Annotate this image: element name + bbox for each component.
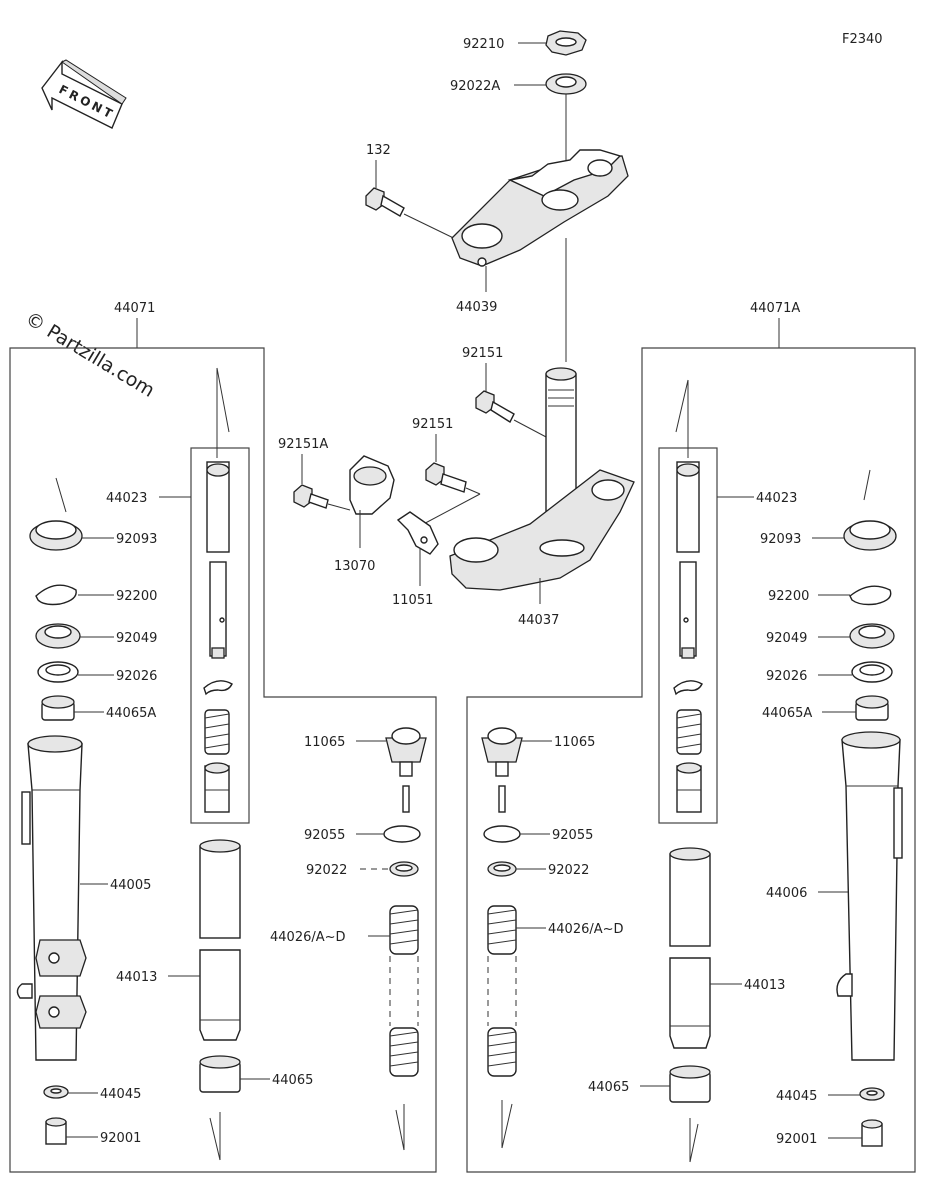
- label-L-44013: 44013: [116, 970, 157, 985]
- right-11065-valve: [481, 727, 523, 813]
- label-132: 132: [366, 143, 391, 158]
- label-R-44045: 44045: [776, 1089, 817, 1104]
- label-R-11065: 11065: [554, 735, 595, 750]
- label-92022A: 92022A: [450, 79, 500, 94]
- label-L-44005: 44005: [110, 878, 151, 893]
- left-damper-clip: [203, 680, 233, 696]
- label-R-92055: 92055: [552, 828, 593, 843]
- label-L-44045: 44045: [100, 1087, 141, 1102]
- part-92022A-washer: [545, 73, 587, 95]
- label-92151-top: 92151: [462, 346, 503, 361]
- left-11065-valve: [385, 727, 427, 813]
- left-44023-damper-rod: [206, 461, 230, 659]
- left-92200-snap-ring: [35, 584, 77, 606]
- part-92151A-bolt: [293, 484, 329, 509]
- left-44065A-bush: [41, 695, 75, 721]
- part-11051-bracket: [396, 511, 439, 555]
- right-damper-clip: [673, 680, 703, 696]
- label-L-44023: 44023: [106, 491, 147, 506]
- label-R-44026: 44026/A~D: [548, 922, 624, 937]
- part-44037-stem-bracket: [449, 367, 635, 591]
- diagram-code: F2340: [842, 32, 883, 47]
- label-R-92022: 92022: [548, 863, 589, 878]
- left-44026-spring: [389, 905, 419, 1077]
- label-44071: 44071: [114, 301, 155, 316]
- left-44065-bush: [199, 1055, 241, 1093]
- right-44026-spring: [487, 905, 517, 1077]
- right-92049-oil-seal: [849, 623, 895, 649]
- label-13070: 13070: [334, 559, 375, 574]
- left-fork-assembly-frame: [9, 347, 437, 1173]
- left-damper-piston: [204, 762, 230, 813]
- right-damper-spring: [676, 709, 702, 755]
- label-92151A: 92151A: [278, 437, 328, 452]
- right-44006-outer-tube: [836, 731, 903, 1061]
- label-L-92055: 92055: [304, 828, 345, 843]
- right-44013-inner-tube: [669, 847, 711, 1049]
- label-11051: 11051: [392, 593, 433, 608]
- label-44071A: 44071A: [750, 301, 800, 316]
- left-92049-oil-seal: [35, 623, 81, 649]
- left-44045-washer: [43, 1085, 69, 1099]
- label-L-44065A: 44065A: [106, 706, 156, 721]
- label-L-11065: 11065: [304, 735, 345, 750]
- right-damper-piston: [676, 762, 702, 813]
- label-L-92022: 92022: [306, 863, 347, 878]
- left-92093-cap: [29, 520, 83, 551]
- right-92055-o-ring: [483, 825, 521, 843]
- right-92022-washer: [487, 861, 517, 877]
- part-13070-guide: [349, 455, 395, 548]
- left-44013-inner-tube: [199, 839, 241, 1041]
- right-92001-bolt: [861, 1119, 883, 1147]
- label-L-92093: 92093: [116, 532, 157, 547]
- right-44023-damper-rod: [676, 461, 700, 659]
- label-R-44023: 44023: [756, 491, 797, 506]
- part-92210-nut: [545, 30, 587, 56]
- right-92093-cap: [843, 520, 897, 551]
- part-132-bolt: [365, 187, 405, 217]
- label-R-92093: 92093: [760, 532, 801, 547]
- watermark: © Partzilla.com: [21, 307, 158, 401]
- label-R-92049: 92049: [766, 631, 807, 646]
- label-L-44065: 44065: [272, 1073, 313, 1088]
- label-L-92049: 92049: [116, 631, 157, 646]
- right-92026-washer: [851, 661, 893, 683]
- label-92210: 92210: [463, 37, 504, 52]
- label-R-92026: 92026: [766, 669, 807, 684]
- label-R-44013: 44013: [744, 978, 785, 993]
- right-44045-washer: [859, 1087, 885, 1101]
- label-L-92026: 92026: [116, 669, 157, 684]
- label-R-44065A: 44065A: [762, 706, 812, 721]
- label-R-44006: 44006: [766, 886, 807, 901]
- left-44005-outer-tube: [16, 735, 87, 1061]
- label-R-44065: 44065: [588, 1080, 629, 1095]
- label-L-92001: 92001: [100, 1131, 141, 1146]
- left-damper-spring: [204, 709, 230, 755]
- part-92151-bolt-top: [475, 390, 515, 424]
- label-L-92200: 92200: [116, 589, 157, 604]
- label-44039: 44039: [456, 300, 497, 315]
- left-92022-washer: [389, 861, 419, 877]
- right-44065A-bush: [855, 695, 889, 721]
- label-92151-mid: 92151: [412, 417, 453, 432]
- label-L-44026: 44026/A~D: [270, 930, 346, 945]
- right-92200-snap-ring: [849, 585, 892, 606]
- left-92001-bolt: [45, 1117, 67, 1145]
- left-92026-washer: [37, 661, 79, 683]
- part-92151-bolt-mid: [425, 462, 467, 493]
- label-R-92200: 92200: [768, 589, 809, 604]
- left-damper-box: [190, 447, 250, 824]
- label-R-92001: 92001: [776, 1132, 817, 1147]
- part-44039-upper-bracket: [451, 149, 629, 267]
- right-fork-assembly-frame: [466, 347, 916, 1173]
- label-44037: 44037: [518, 613, 559, 628]
- left-92055-o-ring: [383, 825, 421, 843]
- front-arrow-icon: FRONT: [41, 59, 127, 129]
- right-44065-bush: [669, 1065, 711, 1103]
